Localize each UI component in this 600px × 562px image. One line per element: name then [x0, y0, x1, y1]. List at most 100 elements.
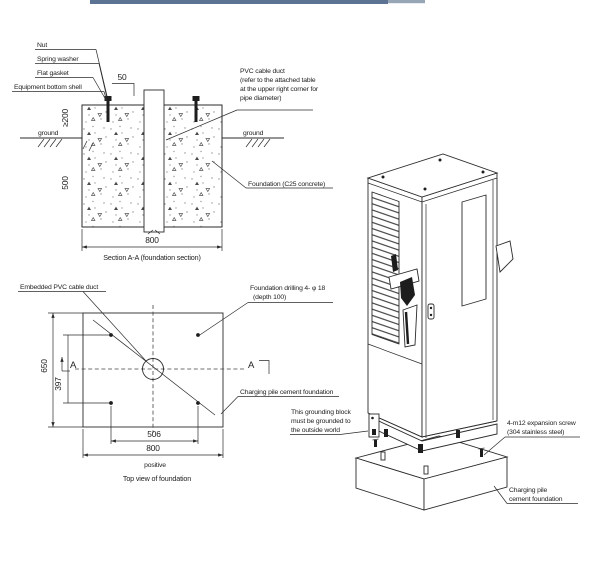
holster-pocket-shadow [404, 311, 410, 345]
foundation-top-details [372, 438, 485, 475]
dim-506-text: 506 [147, 429, 161, 439]
grounding-label-1: This grounding block [291, 409, 351, 416]
dim-650-text: 650 [39, 359, 49, 373]
top-screw [481, 170, 485, 174]
grounding-label-3: the outside world [291, 427, 340, 434]
embedded-duct-label: Embedded PVC cable duct [20, 284, 98, 291]
top-screw [423, 187, 427, 191]
diagonal-reference-line [92, 319, 216, 416]
side-cable-hook [495, 240, 514, 273]
section-marker-left: A [60, 357, 77, 372]
cement-foundation-iso-label-2: cement foundation [509, 496, 563, 503]
dim-800-text: 800 [145, 235, 159, 245]
cabinet-foot [456, 430, 460, 438]
equipment-bottom-shell-label: Equipment bottom shell [14, 84, 82, 91]
top-screw [438, 158, 442, 162]
holster-bracket [388, 268, 420, 290]
dim-top-width: 800 [82, 429, 224, 458]
top-strip-fade [388, 0, 425, 4]
foundation-drilling-callout: Foundation drilling 4- φ 18 (depth 100) [198, 285, 333, 336]
dim-top-height: 650 [39, 312, 83, 428]
door-window [461, 194, 487, 307]
section-view: ground ground Nut Spring washer Flat gas… [12, 42, 333, 262]
section-marker-right: A [248, 360, 270, 374]
ground-line-right [222, 137, 284, 148]
isometric-view: This grounding block must be grounded to… [290, 153, 580, 511]
drill-hole [109, 333, 113, 337]
screenshot-top-strip [90, 0, 425, 4]
grounding-block [368, 413, 380, 438]
cabinet-top-face [366, 153, 499, 198]
foundation-material-callout: Foundation (C25 concrete) [211, 160, 333, 189]
section-marker-a-left: A [70, 360, 77, 371]
dim-section-width: 800 [81, 229, 223, 251]
dim-duct-protrusion: 50 [112, 72, 135, 96]
nut-label: Nut [37, 42, 47, 49]
charging-cabinet [366, 153, 514, 453]
drill-hole [196, 333, 200, 337]
spring-washer-label: Spring washer [37, 56, 79, 63]
drill-hole [196, 401, 200, 405]
pvc-duct-tube [143, 89, 165, 233]
top-view: 650 397 A A Embedded PVC [18, 284, 339, 483]
dim-depth-text: 500 [60, 176, 70, 190]
dim-397-text: 397 [53, 377, 63, 391]
ground-right-label: ground [243, 130, 264, 137]
dim-min-depth-text: ≥200 [60, 109, 70, 127]
door-lock-handle [427, 303, 435, 320]
flat-gasket-label: Flat gasket [37, 70, 69, 77]
dim-800-top-text: 800 [146, 443, 160, 453]
hardware-callouts: Nut Spring washer Flat gasket Equipment … [12, 42, 108, 103]
cement-foundation-callout-iso: Charging pile cement foundation [493, 485, 578, 504]
top-view-caption: Top view of foundation [123, 474, 191, 483]
charging-gun-holster [388, 254, 420, 348]
charging-gun [400, 277, 415, 306]
top-strip-dark [90, 0, 388, 4]
pvc-duct-label-1: PVC cable duct [240, 68, 285, 75]
foundation-outline-top [82, 312, 224, 428]
dim-50-text: 50 [117, 72, 127, 82]
holster-pocket [402, 304, 418, 348]
foundation-front-right-face [423, 456, 508, 511]
lower-panel-seam [367, 343, 423, 365]
expansion-screw [372, 438, 379, 447]
cement-foundation-callout-topview: Charging pile cement foundation [220, 389, 339, 415]
expansion-screw-label-1: 4-m12 expansion screw [507, 420, 576, 427]
embedded-duct-circle [142, 358, 164, 380]
section-marker-a-right: A [248, 360, 255, 371]
grounding-label-2: must be grounded to [291, 418, 351, 425]
ground-line-left [20, 137, 94, 152]
anchor-bolt-right [192, 96, 200, 122]
foundation-drilling-label-2: (depth 100) [253, 294, 286, 301]
dim-hole-span-horizontal: 506 [110, 406, 199, 444]
cabinet-foot [418, 444, 423, 453]
foundation-material-label: Foundation (C25 concrete) [248, 181, 325, 188]
ground-left-label: ground [38, 130, 59, 137]
cabinet-lid-edge [367, 177, 498, 203]
duct-bottom-tick [147, 229, 161, 235]
cement-foundation-block [354, 435, 509, 511]
anchor-bolt-left [104, 96, 112, 122]
cabinet-bottom-edge [367, 412, 498, 438]
expansion-screw-callout: 4-m12 expansion screw (304 stainless ste… [483, 420, 580, 456]
pvc-duct-callout: PVC cable duct (refer to the attached ta… [165, 68, 319, 141]
drill-hole [109, 401, 113, 405]
expansion-screw-label-2: (304 stainless steel) [507, 429, 564, 436]
holster-top-clip [391, 254, 398, 272]
grounding-callout: This grounding block must be grounded to… [290, 409, 369, 435]
section-view-caption: Section A-A (foundation section) [103, 253, 200, 262]
anchor-slot [423, 465, 429, 475]
expansion-screw [478, 447, 485, 457]
foundation-drilling-label-1: Foundation drilling 4- φ 18 [250, 285, 326, 292]
top-screw [381, 175, 385, 179]
cabinet-foot [384, 429, 388, 437]
pvc-duct-label-3: at the upper right corner for [240, 86, 319, 93]
cement-foundation-label-topview: Charging pile cement foundation [240, 389, 334, 396]
cement-foundation-iso-label-1: Charging pile [509, 487, 547, 494]
pvc-duct-label-2: (refer to the attached table [240, 77, 316, 84]
louver-vent-panel [371, 191, 400, 345]
pvc-duct-label-4: pipe diameter) [240, 95, 281, 102]
top-view-subcaption: positive [144, 462, 166, 469]
